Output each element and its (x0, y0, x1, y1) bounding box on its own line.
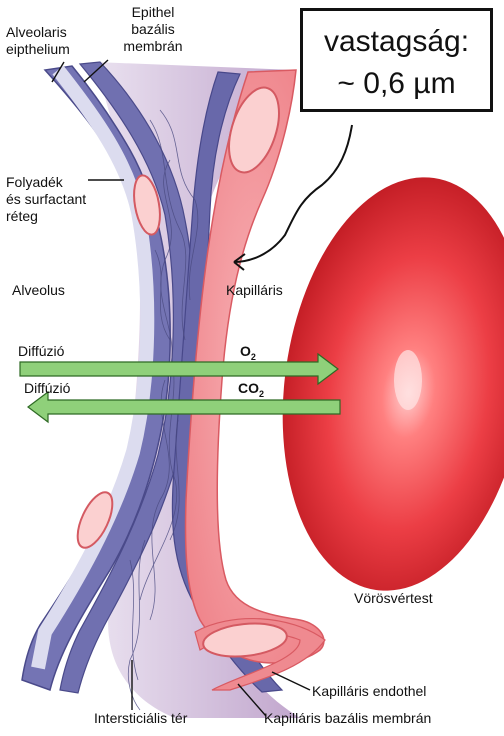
label-capillary-basal-membrane: Kapilláris bazális membrán (264, 710, 432, 726)
label-pointers (51, 59, 311, 717)
thickness-label: vastagság: (323, 25, 470, 58)
label-diffusion-co2: Diffúzió (24, 380, 71, 396)
thickness-box: vastagság: ~ 0,6 µm (300, 8, 493, 112)
label-red-blood-cell: Vörösvértest (354, 590, 433, 606)
label-capillary-endothelium: Kapilláris endothel (312, 683, 427, 699)
label-capillary: Kapilláris (226, 282, 283, 298)
label-alveolar-epithelium: Alveolaris eipthelium (6, 24, 70, 57)
endothelial-nucleus (228, 86, 280, 174)
label-diffusion-o2: Diffúzió (18, 343, 65, 359)
label-alveolus: Alveolus (12, 282, 65, 298)
endothelial-nucleus (202, 622, 288, 658)
co2-diffusion-arrow (27, 390, 341, 424)
o2-diffusion-arrow (19, 352, 339, 386)
label-o2: O2 (240, 343, 256, 362)
thickness-pointer-arrow (233, 124, 353, 263)
label-fluid-surfactant-layer: Folyadék és surfactant réteg (6, 174, 87, 224)
label-epithelial-membrane: Epithel bazális membrán (123, 4, 183, 54)
interstitial-fibers (127, 109, 199, 711)
epithelial-nucleus (133, 174, 161, 236)
epithelial-nucleus (76, 491, 114, 549)
label-co2: CO2 (238, 380, 265, 399)
capillary-endothelium (184, 69, 325, 664)
thickness-value: ~ 0,6 µm (337, 67, 456, 100)
red-blood-cell (282, 177, 504, 591)
label-interstitial-space: Intersticiális tér (94, 710, 188, 726)
